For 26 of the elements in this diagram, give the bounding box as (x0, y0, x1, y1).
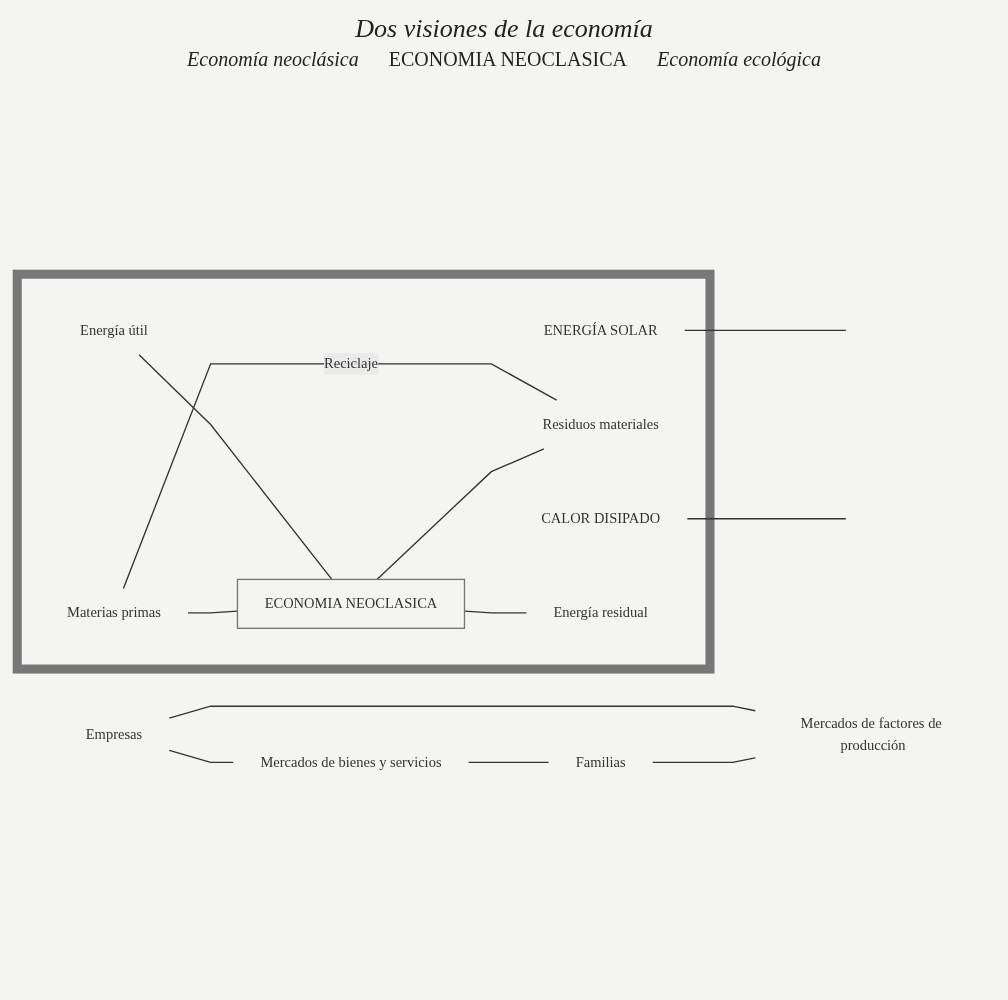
node-box: ECONOMIA NEOCLASICA (236, 578, 466, 629)
section-label: ECONOMIA NEOCLASICA (388, 48, 628, 71)
section-label: Economía neoclásica (187, 48, 359, 71)
diagram-title: Dos visiones de la economía (355, 14, 653, 44)
cluster (12, 269, 715, 674)
edge-label: Reciclaje (324, 355, 378, 372)
connector-line (138, 354, 333, 581)
node-text: Mercados de bienes y servicios (260, 754, 442, 770)
node-text: Empresas (85, 726, 143, 742)
connector-line (468, 761, 550, 764)
connector-line (652, 757, 756, 764)
node-text: Materias primas (67, 604, 161, 621)
node-text: Residuos materiales (542, 416, 659, 432)
node-text: Energía residual (553, 604, 648, 621)
node-text: Energía útil (80, 322, 148, 338)
node-text: CALOR DISIPADO (541, 510, 661, 526)
section-label: Economía ecológica (657, 48, 821, 71)
node-text: ENERGÍA SOLAR (543, 322, 658, 338)
connector-line (376, 448, 545, 581)
connector-line (168, 705, 756, 719)
connector-line (686, 518, 847, 520)
connector-line (168, 749, 234, 764)
connector-line (684, 329, 847, 332)
node-text: Mercados de factores de producción (800, 715, 942, 753)
node-text: Familias (575, 754, 626, 770)
connector-line (122, 363, 558, 590)
